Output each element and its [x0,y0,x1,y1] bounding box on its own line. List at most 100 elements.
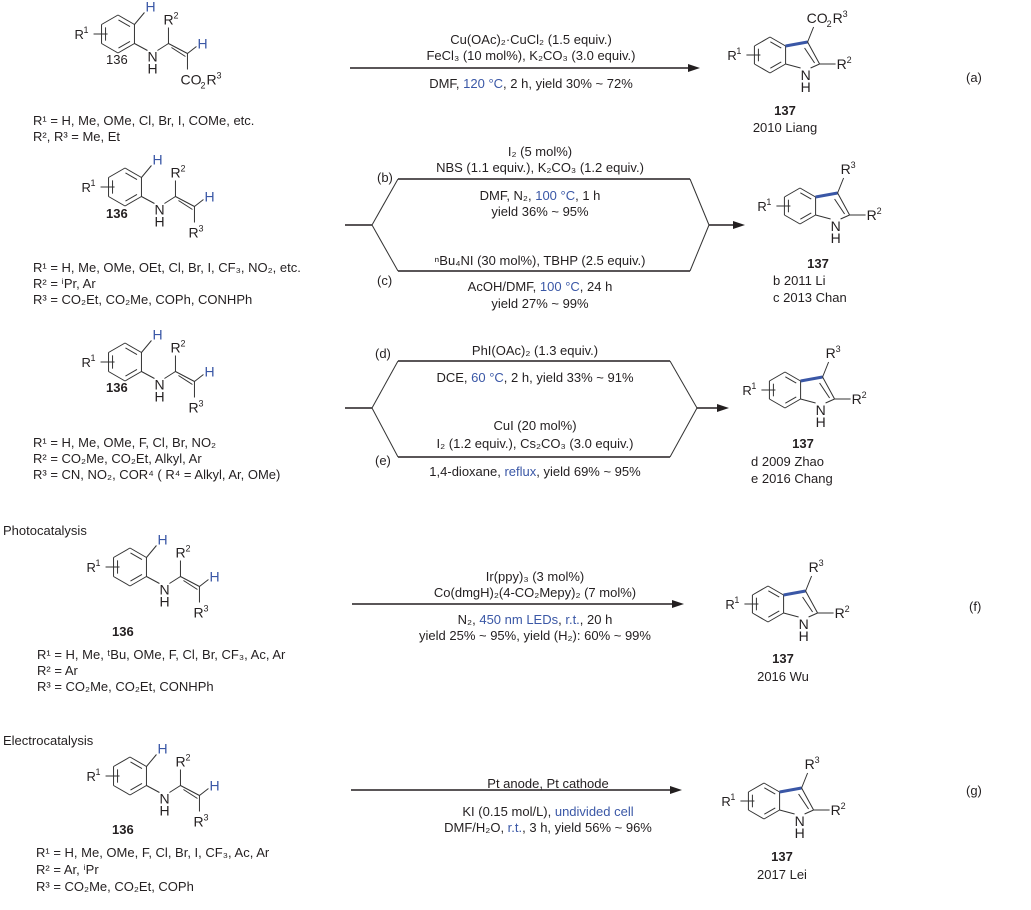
r3-superscript: 3 [819,558,824,568]
condition-above: FeCl₃ (10 mol%), K₂CO₃ (3.0 equiv.) [426,48,636,63]
highlighted-condition: 450 nm LEDs [479,612,559,627]
ring-bond [784,398,801,409]
n-c-bond [169,785,181,793]
r3-superscript: 3 [198,399,203,409]
branch-e [371,407,399,458]
c3a-c3-bond [779,786,802,794]
r3-bond [801,772,809,789]
reference: 2010 Liang [752,120,818,135]
ring-bond [752,612,769,623]
vinyl-bond [175,371,195,382]
r1-label-superscript: 1 [84,25,89,35]
ester-superscript: 3 [843,9,848,19]
nh-label: H [159,803,169,819]
r3-superscript: 3 [203,813,208,823]
scope-line: R¹ = H, Me, OMe, Cl, Br, I, COMe, etc. [33,113,255,128]
r3-label: R [193,605,203,621]
nh-label: H [816,414,826,430]
nh-label: H [795,825,805,841]
substrate-number: 136 [106,206,128,221]
r3-label: R [841,161,851,177]
highlighted-condition: reflux [504,464,537,479]
ring-double-bond [768,590,780,598]
ring-bond [784,187,801,198]
ortho-h-bond [134,12,145,25]
r3-bond [805,575,813,592]
ring-bond [769,371,786,382]
condition-text: , 2 h, yield 33% ~ 91% [503,370,634,385]
ring-double-bond [764,807,776,815]
condition-below: DCE, 60 °C, 2 h, yield 33% ~ 91% [436,370,633,385]
branch-c [371,224,399,272]
condition-above: NBS (1.1 equiv.), K₂CO₃ (1.2 equiv.) [436,160,644,175]
ring-bond [763,809,780,820]
c3a-c3-bond [785,40,808,48]
r1-label-superscript: 1 [91,178,96,188]
ring-double-bond [130,783,143,791]
condition-above: Pt anode, Pt cathode [487,776,609,791]
condition-text: DCE, [436,370,472,385]
ring-bond [799,187,816,198]
condition-below: yield 25% ~ 95%, yield (H₂): 60% ~ 99% [419,628,651,643]
r1-label: R [725,597,734,612]
r3-superscript: 3 [836,344,841,354]
ring-bond [769,398,786,409]
substrate-number: 136 [106,52,128,67]
c2-n-bond [804,809,814,815]
r1-label-superscript: 1 [730,792,735,802]
condition-text: , 3 h, yield 56% ~ 96% [522,820,652,835]
nitrogen-label: N [795,813,805,829]
c7a-n-bond [783,612,799,618]
condition-text: N₂, [457,612,480,627]
ring-double-bond [768,610,780,618]
vinyl-bond [180,576,200,587]
reaction-tag: (d) [375,346,391,361]
ring-bond [113,576,131,587]
r1-label-superscript: 1 [736,46,741,56]
r3-superscript: 3 [851,160,856,170]
nitrogen-label: N [831,218,841,234]
c2-n-bond [810,63,820,69]
vinyl-h-bond [199,579,209,587]
n-c-bond [164,371,176,379]
r2-superscript: 2 [180,164,185,174]
reference: 2017 Lei [757,867,807,882]
ortho-h-label: H [152,152,162,168]
highlighted-condition: 100 °C [539,279,580,294]
substrate-number: 136 [112,822,134,837]
condition-below: N₂, 450 nm LEDs, r.t., 20 h [458,612,613,627]
vinyl-double-bond [183,580,198,590]
scope-line: R² = Ar [37,663,78,678]
r3-label: R [809,559,819,575]
ring-bond [763,782,780,793]
reference: d 2009 Zhao [751,454,825,469]
branch-e [669,407,698,458]
ring-bond [108,342,126,353]
condition-above: Co(dmgH)₂(4-CO₂Mepy)₂ (7 mol%) [433,585,637,600]
ring-bond [124,196,142,207]
n-bond [146,785,160,793]
ring-bond [754,63,771,74]
scope-line: R³ = CO₂Me, CO₂Et, COPh [36,879,194,894]
r3-label: R [193,814,203,830]
r1-label: R [742,383,751,398]
r3-label: R [805,756,815,772]
n-c-bond [164,196,176,204]
vinyl-h-bond [187,46,197,54]
ring-double-bond [770,61,782,69]
vinyl-h-bond [194,374,204,382]
condition-above: I₂ (1.2 equiv.), Cs₂CO₃ (3.0 equiv.) [436,436,634,451]
condition-below: DMF/H₂O, r.t., 3 h, yield 56% ~ 96% [444,820,652,835]
c3-c2-double-bond [804,47,816,64]
branch-c [689,224,710,272]
ring-bond [784,214,801,225]
ester-subscript: 2 [200,81,205,91]
n-bond [141,371,155,379]
ring-double-bond [118,41,131,49]
section-heading-photocatalysis: Photocatalysis [3,523,87,538]
r2-superscript: 2 [185,544,190,554]
nitrogen-label: N [799,616,809,632]
ring-double-bond [770,41,782,49]
r3-label: R [188,400,198,416]
